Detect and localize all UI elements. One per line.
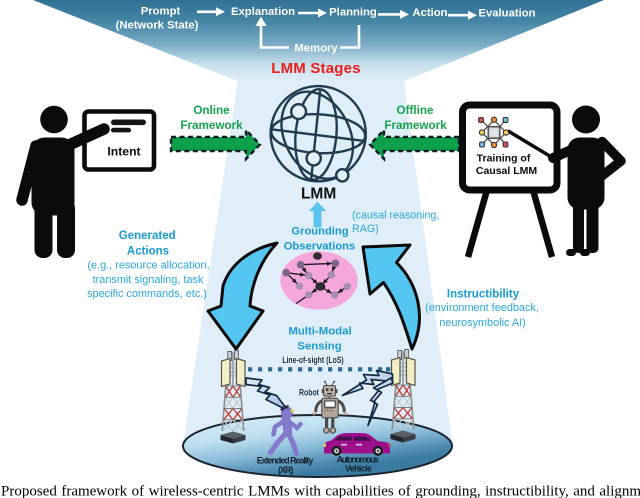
svg-text:Vehicle: Vehicle [345,463,372,473]
svg-text:Framework: Framework [384,119,447,132]
svg-text:Extended Reality: Extended Reality [257,456,314,466]
svg-text:Evaluation: Evaluation [478,7,535,19]
svg-text:(XR): (XR) [278,465,294,475]
svg-text:Multi-Modal: Multi-Modal [288,326,351,338]
svg-text:(environment feedback,: (environment feedback, [425,302,539,314]
svg-text:Online: Online [193,104,230,117]
svg-text:Training of: Training of [477,153,531,165]
svg-text:Memory: Memory [294,43,338,55]
svg-text:Grounding: Grounding [291,226,348,238]
svg-text:neurosymbolic AI): neurosymbolic AI) [439,317,526,329]
svg-text:Explanation: Explanation [231,6,295,18]
svg-text:Framework: Framework [180,119,243,132]
svg-text:LMM Stages: LMM Stages [271,60,361,77]
svg-text:(causal reasoning,: (causal reasoning, [352,209,439,221]
svg-text:Sensing: Sensing [297,341,341,353]
svg-text:Observations: Observations [284,241,356,253]
svg-text:Robot: Robot [299,388,319,398]
svg-text:Action: Action [412,7,447,19]
svg-text:Intent: Intent [107,145,140,159]
svg-text:(e.g., resource allocation,: (e.g., resource allocation, [87,260,209,272]
svg-text:Actions: Actions [127,246,169,258]
svg-text:Offline: Offline [396,104,434,117]
svg-text:RAG): RAG) [352,223,379,235]
svg-text:transmit signaling, task: transmit signaling, task [93,274,204,286]
svg-text:Line-of-sight (LoS): Line-of-sight (LoS) [282,355,344,365]
svg-text:specific commands, etc.): specific commands, etc.) [87,288,207,300]
svg-text:Instructibility: Instructibility [447,289,520,301]
svg-text:Proposed framework of wireless: Proposed framework of wireless-centric L… [1,484,640,498]
svg-text:Generated: Generated [119,230,176,242]
svg-text:Planning: Planning [329,7,377,19]
svg-text:LMM: LMM [301,186,336,203]
svg-text:Causal LMM: Causal LMM [476,165,538,177]
svg-text:(Network State): (Network State) [116,20,199,32]
svg-text:Prompt: Prompt [141,6,181,18]
svg-text:Autonomous: Autonomous [337,455,379,465]
